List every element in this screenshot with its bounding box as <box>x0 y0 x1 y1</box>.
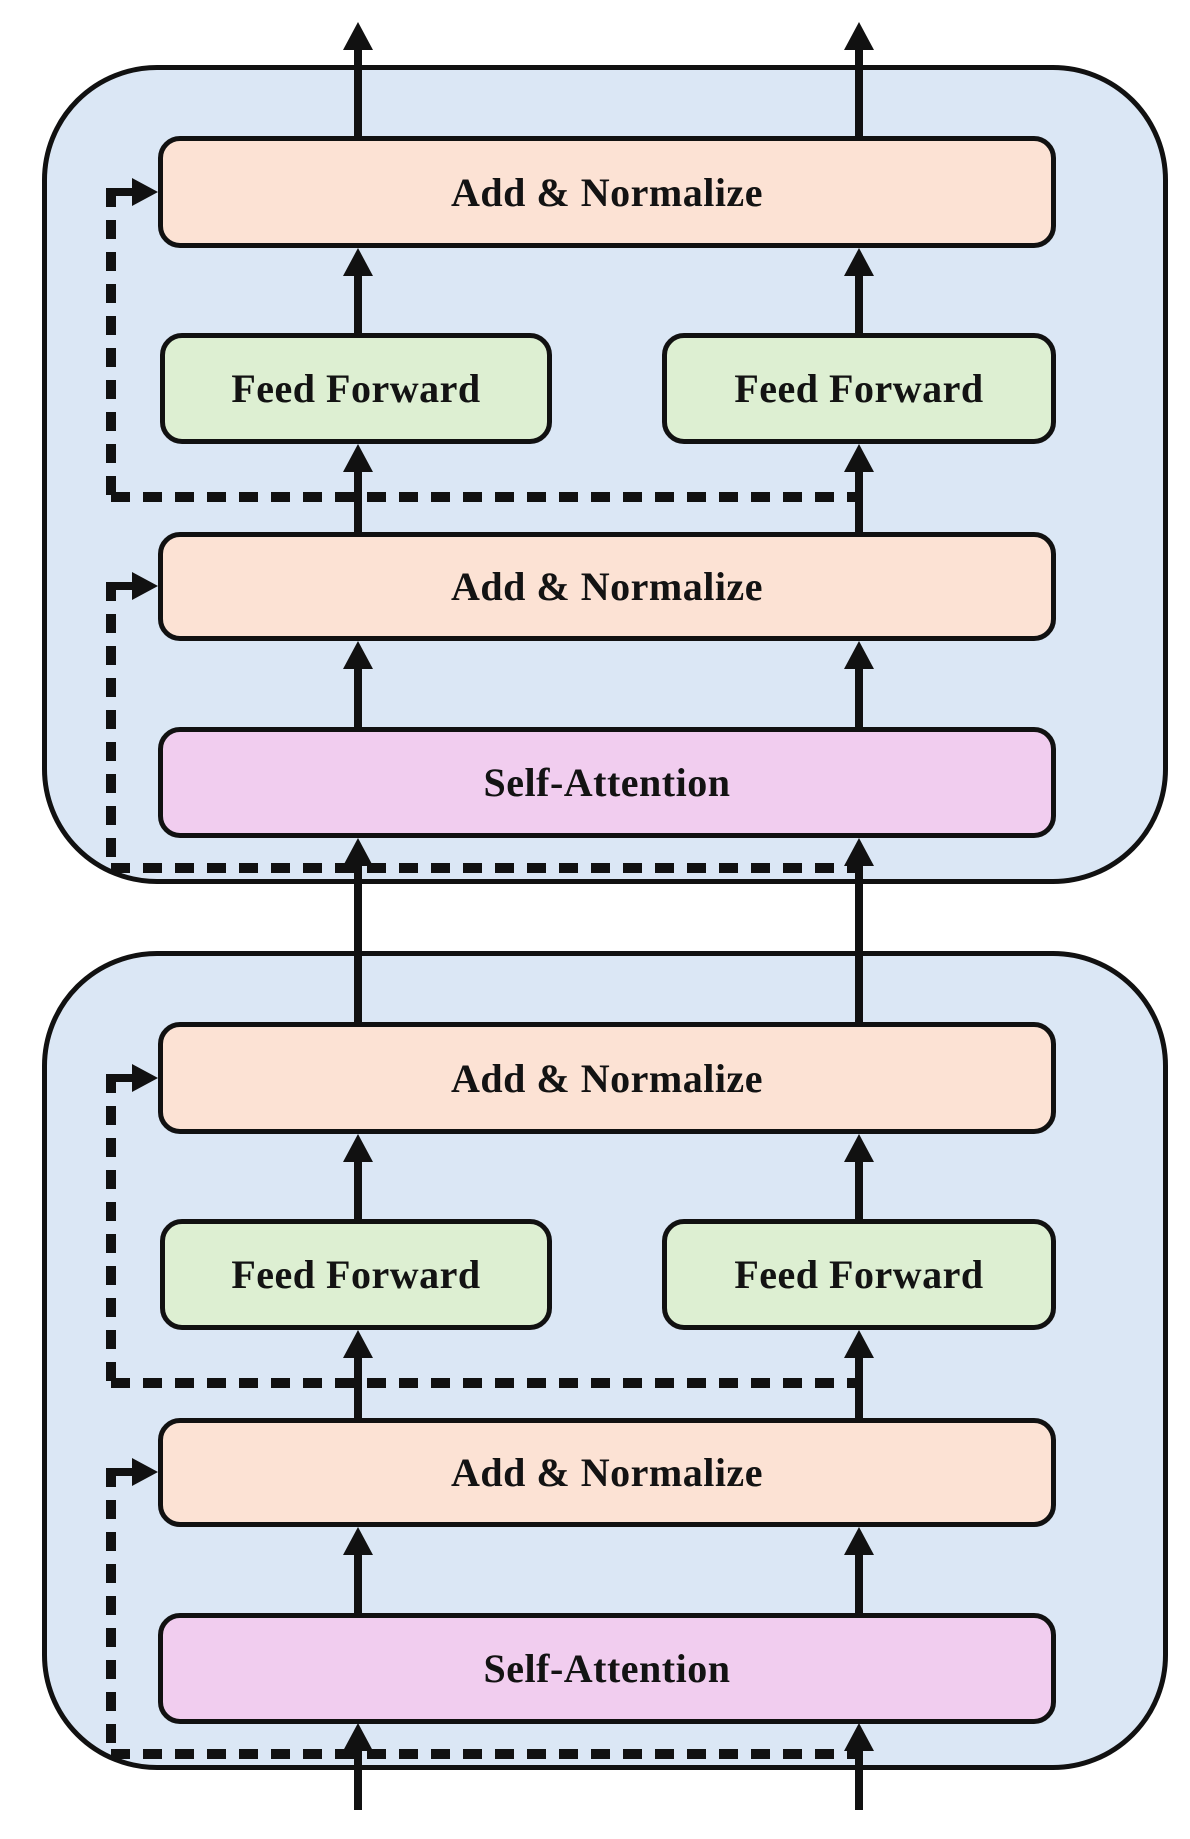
flow-arrowhead-icon <box>844 1330 874 1358</box>
self-attention-box: Self-Attention <box>158 727 1056 838</box>
add-normalize-box: Add & Normalize <box>158 136 1056 248</box>
flow-arrowhead-icon <box>844 444 874 472</box>
flow-arrow-line <box>855 667 863 727</box>
add-normalize-box: Add & Normalize <box>158 1418 1056 1527</box>
flow-arrowhead-icon <box>343 1134 373 1162</box>
flow-arrowhead-icon <box>844 1527 874 1555</box>
residual-dashed-line-horizontal <box>111 1749 858 1759</box>
flow-arrowhead-icon <box>343 22 373 50</box>
flow-arrowhead-icon <box>343 641 373 669</box>
flow-arrow-line <box>855 864 863 1022</box>
residual-dashed-line-horizontal <box>111 1378 858 1388</box>
flow-arrow-line <box>354 667 362 727</box>
residual-arrow-stub <box>107 1468 134 1476</box>
residual-dashed-line-vertical <box>106 582 116 868</box>
flow-arrowhead-icon <box>844 641 874 669</box>
flow-arrowhead-icon <box>844 248 874 276</box>
residual-dashed-line-vertical <box>106 1468 116 1754</box>
flow-arrowhead-icon <box>343 444 373 472</box>
flow-arrow-line <box>354 1749 362 1810</box>
flow-arrowhead-icon <box>844 1134 874 1162</box>
flow-arrow-line <box>354 1553 362 1613</box>
residual-arrowhead-icon <box>132 1458 158 1486</box>
flow-arrowhead-icon <box>343 1723 373 1751</box>
add-normalize-box: Add & Normalize <box>158 532 1056 641</box>
flow-arrow-line <box>354 864 362 1022</box>
flow-arrowhead-icon <box>343 1330 373 1358</box>
feed-forward-box: Feed Forward <box>160 333 552 444</box>
feed-forward-box: Feed Forward <box>662 333 1056 444</box>
self-attention-box: Self-Attention <box>158 1613 1056 1724</box>
flow-arrowhead-icon <box>343 838 373 866</box>
residual-dashed-line-horizontal <box>111 492 858 502</box>
residual-arrowhead-icon <box>132 1064 158 1092</box>
feed-forward-box: Feed Forward <box>160 1219 552 1330</box>
flow-arrow-line <box>354 1356 362 1418</box>
flow-arrowhead-icon <box>343 248 373 276</box>
flow-arrow-line <box>855 1356 863 1418</box>
flow-arrow-line <box>354 48 362 136</box>
residual-arrow-stub <box>107 188 134 196</box>
flow-arrowhead-icon <box>844 22 874 50</box>
flow-arrow-line <box>855 1553 863 1613</box>
flow-arrow-line <box>354 274 362 333</box>
flow-arrow-line <box>855 274 863 333</box>
residual-arrow-stub <box>107 582 134 590</box>
flow-arrowhead-icon <box>343 1527 373 1555</box>
flow-arrow-line <box>855 1749 863 1810</box>
flow-arrow-line <box>354 1160 362 1219</box>
residual-dashed-line-horizontal <box>111 863 858 873</box>
feed-forward-box: Feed Forward <box>662 1219 1056 1330</box>
residual-dashed-line-vertical <box>106 188 116 497</box>
flow-arrowhead-icon <box>844 1723 874 1751</box>
residual-arrowhead-icon <box>132 572 158 600</box>
residual-arrow-stub <box>107 1074 134 1082</box>
add-normalize-box: Add & Normalize <box>158 1022 1056 1134</box>
flow-arrow-line <box>354 470 362 532</box>
residual-arrowhead-icon <box>132 178 158 206</box>
flow-arrow-line <box>855 48 863 136</box>
flow-arrow-line <box>855 470 863 532</box>
residual-dashed-line-vertical <box>106 1074 116 1383</box>
flow-arrow-line <box>855 1160 863 1219</box>
flow-arrowhead-icon <box>844 838 874 866</box>
